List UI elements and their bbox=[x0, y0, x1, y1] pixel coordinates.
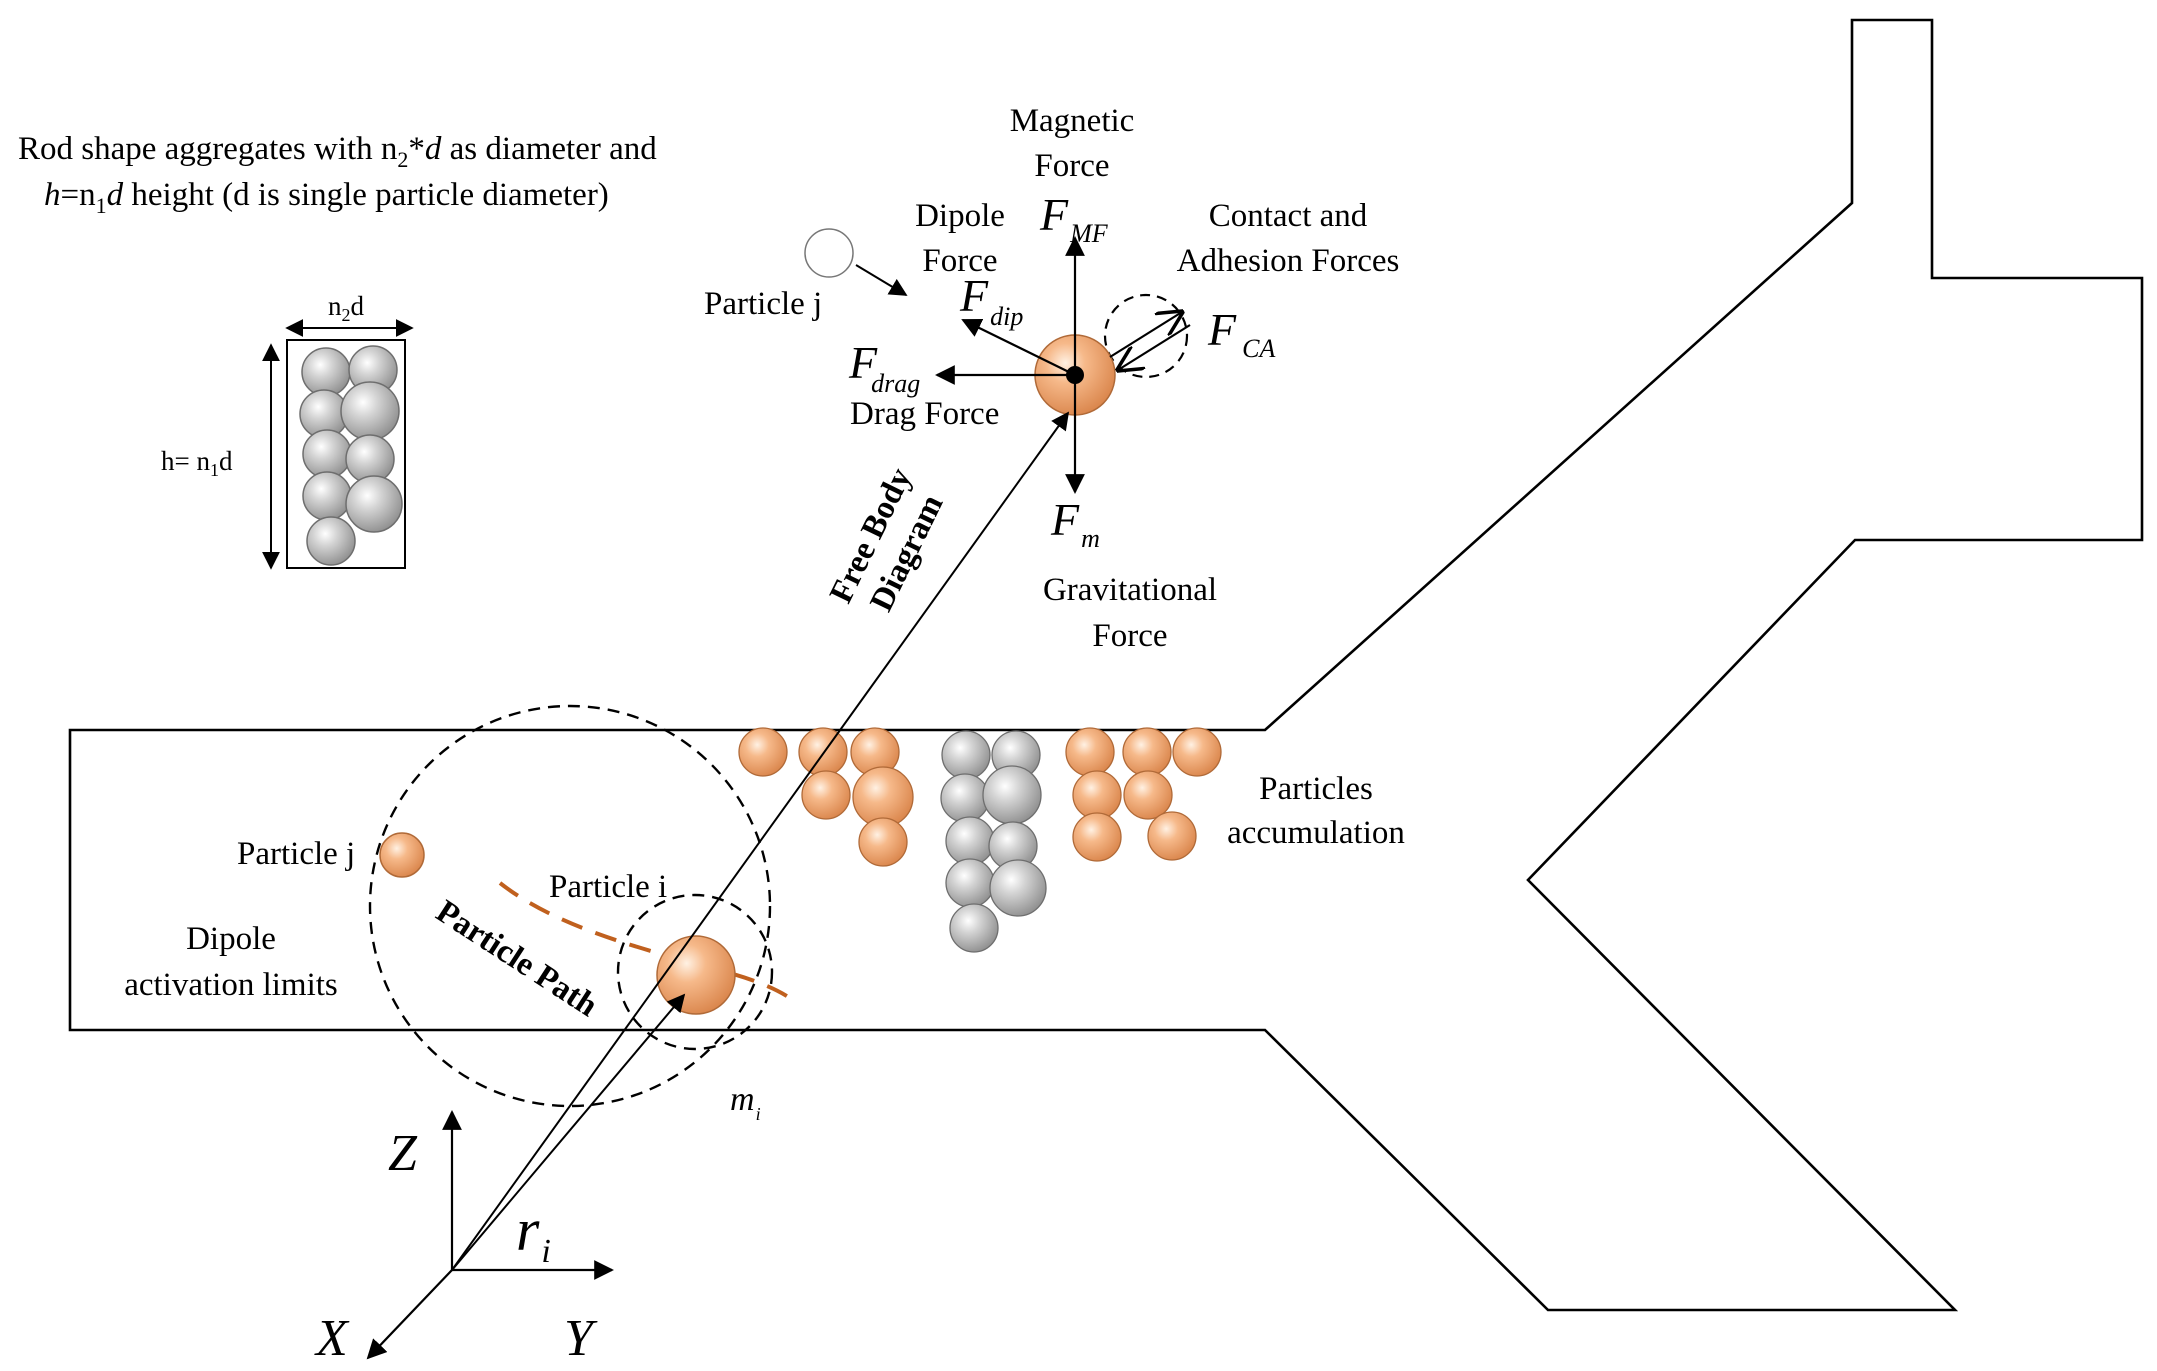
rod-aggregate-illustration bbox=[262, 319, 414, 570]
particle-j-pointer bbox=[855, 264, 908, 296]
aggregate-caption-line2: h=n1d height (d is single particle diame… bbox=[44, 177, 609, 218]
dipole-activation-limit-circle bbox=[368, 704, 772, 1108]
f-dip-symbol: Fdip bbox=[959, 270, 1023, 331]
dipole-force-label-2: Force bbox=[922, 243, 997, 279]
magnetic-force-label-2: Force bbox=[1034, 148, 1109, 184]
accumulated-particle bbox=[982, 765, 1042, 825]
position-vector-to-particle-i bbox=[451, 993, 686, 1271]
accumulation-label-1: Particles bbox=[1259, 771, 1373, 807]
particle-path-label: Particle Path bbox=[430, 894, 604, 1025]
channel-particle-j-label: Particle j bbox=[237, 836, 355, 872]
aggregate-particle bbox=[306, 516, 356, 566]
position-vector-r-i bbox=[451, 411, 1070, 1271]
free-body-diagram-label: Free Body Diagram bbox=[823, 462, 950, 617]
y-axis-label: Y bbox=[564, 1310, 598, 1367]
z-axis-label: Z bbox=[388, 1125, 418, 1182]
coordinate-axes bbox=[366, 1110, 614, 1360]
f-m-symbol: Fm bbox=[1050, 494, 1100, 553]
accumulated-particle bbox=[1065, 727, 1115, 777]
drag-force-label: Drag Force bbox=[850, 396, 999, 432]
dipole-activation-label-1: Dipole bbox=[186, 921, 276, 957]
accumulated-particle bbox=[1172, 727, 1222, 777]
f-mf-symbol: FMF bbox=[1039, 189, 1109, 248]
particle-accumulation bbox=[738, 727, 1222, 953]
aggregate-particle bbox=[302, 429, 352, 479]
vessel-outline bbox=[68, 18, 2144, 1312]
accumulation-label-2: accumulation bbox=[1227, 815, 1405, 851]
accumulated-particle bbox=[738, 727, 788, 777]
aggregate-box bbox=[286, 339, 406, 569]
aggregate-width-label: n2d bbox=[328, 291, 365, 325]
accumulated-particle bbox=[940, 773, 990, 823]
particle-j-ghost bbox=[804, 228, 854, 278]
contact-force-arrow-a bbox=[1109, 312, 1182, 358]
accumulated-particle bbox=[941, 730, 991, 780]
accumulated-particle bbox=[1072, 812, 1122, 862]
accumulated-particle bbox=[1123, 770, 1173, 820]
m-i-symbol: mi bbox=[730, 1081, 761, 1124]
gravitational-force-label-1: Gravitational bbox=[1043, 572, 1217, 608]
accumulated-particle bbox=[945, 816, 995, 866]
free-body-diagram bbox=[804, 228, 1191, 494]
dipole-activation-label-2: activation limits bbox=[124, 967, 338, 1003]
dipole-force-arrow bbox=[961, 318, 1076, 376]
aggregate-height-label: h= n1d bbox=[161, 446, 233, 480]
x-axis-label: X bbox=[314, 1310, 350, 1367]
particle-i bbox=[656, 935, 736, 1015]
accumulated-particle bbox=[1122, 727, 1172, 777]
aggregate-particle bbox=[345, 475, 403, 533]
contact-dashed-circle bbox=[1103, 293, 1189, 379]
accumulated-particle bbox=[1147, 811, 1197, 861]
contact-label-1: Contact and bbox=[1209, 198, 1368, 234]
particle-i-label: Particle i bbox=[549, 869, 667, 905]
contact-label-2: Adhesion Forces bbox=[1177, 243, 1400, 279]
accumulated-particle bbox=[798, 727, 848, 777]
aggregate-caption-line1: Rod shape aggregates with n2*d as diamet… bbox=[18, 131, 657, 172]
x-axis bbox=[366, 1269, 453, 1360]
accumulated-particle bbox=[858, 817, 908, 867]
accumulated-particle bbox=[801, 770, 851, 820]
accumulated-particle bbox=[989, 859, 1047, 917]
magnetic-force-label-1: Magnetic bbox=[1010, 103, 1135, 139]
f-drag-symbol: Fdrag bbox=[848, 337, 920, 398]
particle-j bbox=[379, 832, 425, 878]
dipole-force-label-1: Dipole bbox=[915, 198, 1005, 234]
particle-i-influence-circle bbox=[616, 893, 774, 1051]
accumulated-particle bbox=[949, 903, 999, 953]
aggregate-particle bbox=[340, 381, 400, 441]
aggregate-particle bbox=[301, 347, 351, 397]
gravitational-force-label-2: Force bbox=[1092, 618, 1167, 654]
accumulated-particle bbox=[945, 858, 995, 908]
aggregate-particle bbox=[302, 471, 352, 521]
accumulated-particle bbox=[1072, 770, 1122, 820]
r-i-symbol: ri bbox=[516, 1197, 551, 1270]
channel-contents bbox=[368, 704, 792, 1108]
fbd-particle-j-label: Particle j bbox=[704, 286, 822, 322]
contact-force-arrow-b bbox=[1118, 324, 1191, 370]
